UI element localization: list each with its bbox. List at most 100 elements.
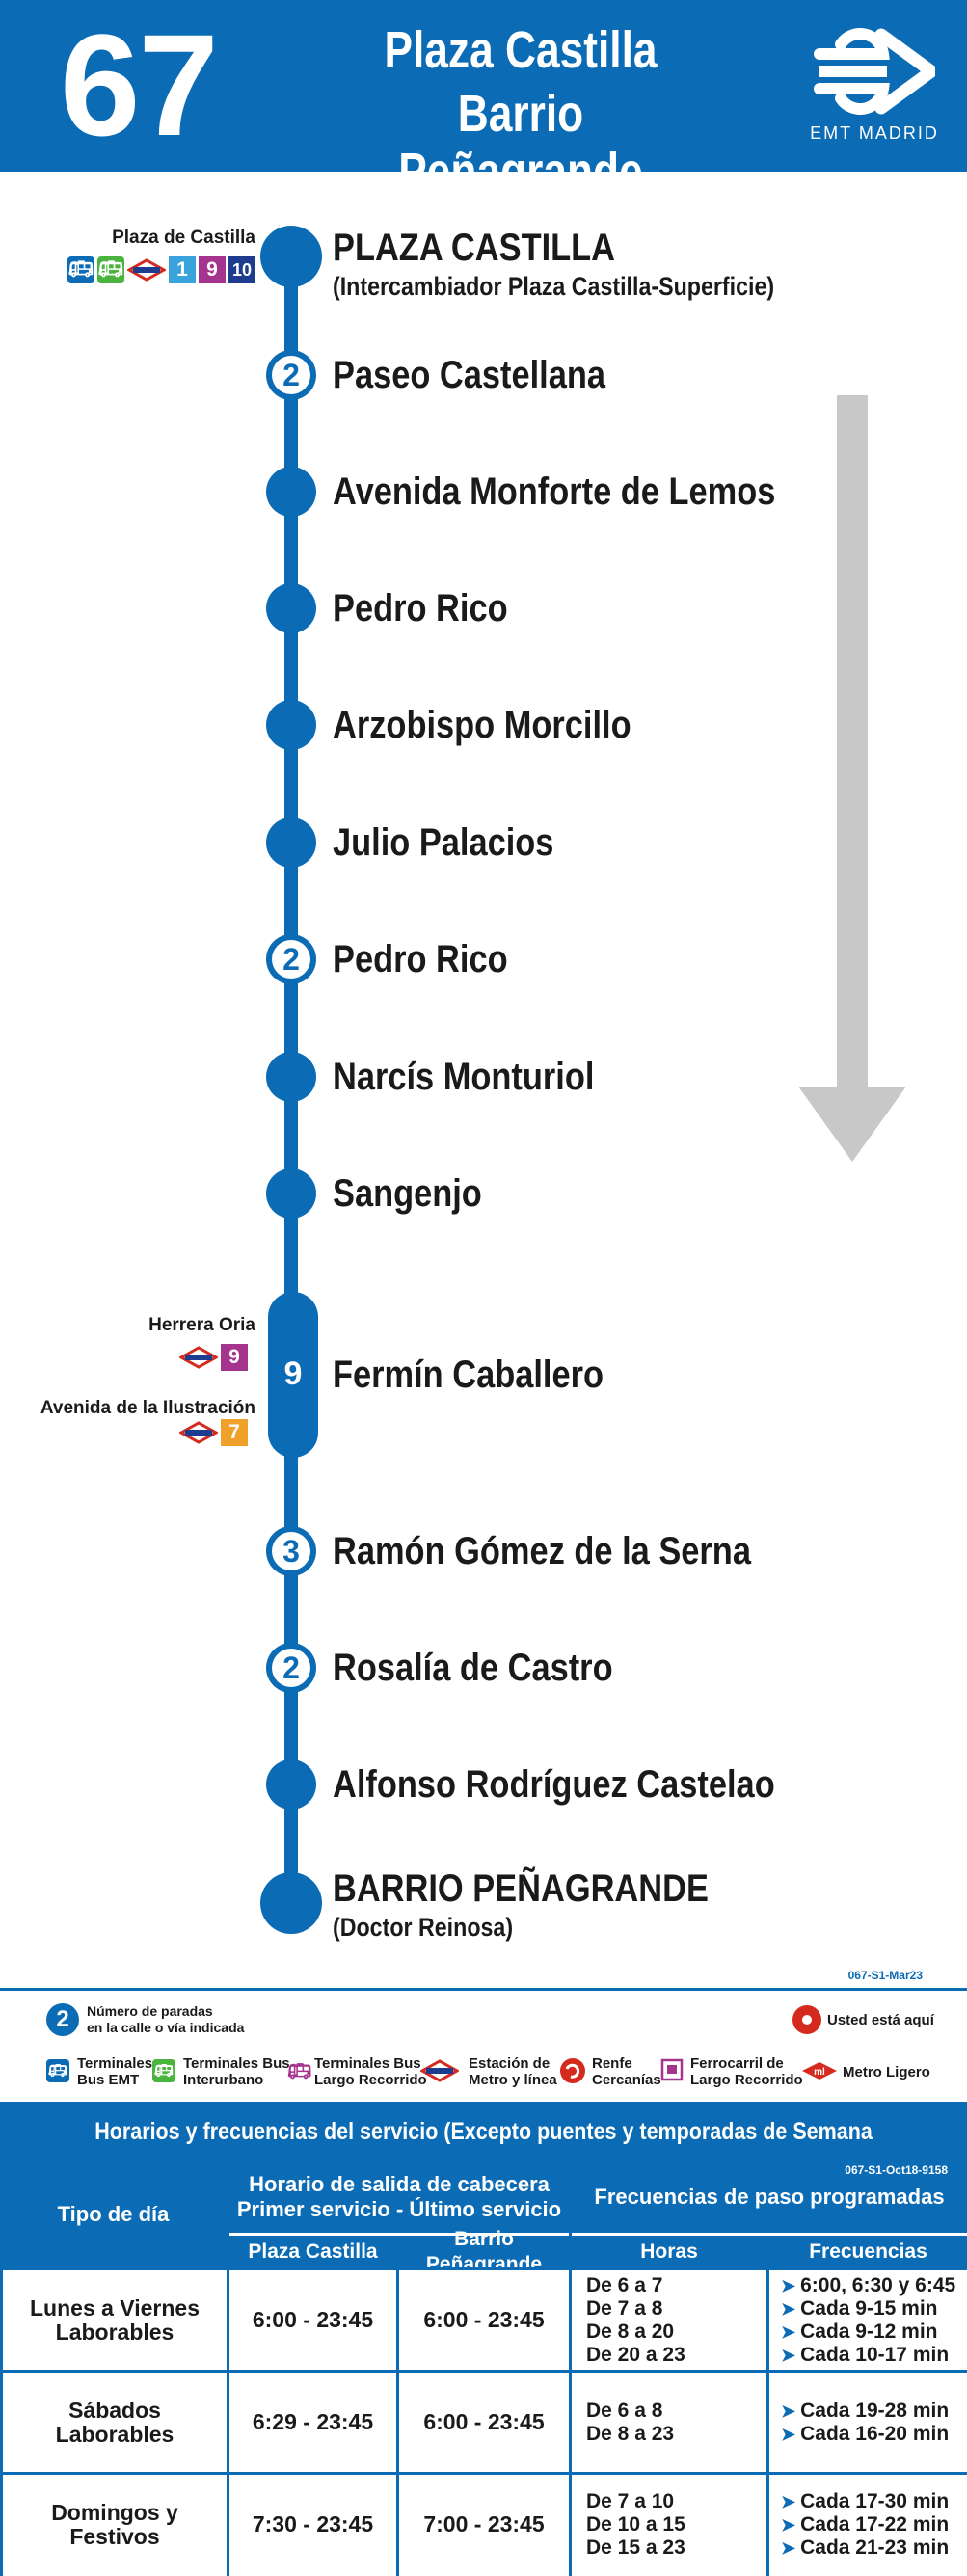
legend-text-line: Cercanías (592, 2072, 661, 2088)
stop-marker: 3 (266, 1526, 316, 1576)
stop-count-legend-badge: 2 (46, 2003, 79, 2036)
hour-range: De 7 a 8 (586, 2296, 663, 2320)
divider (0, 2472, 967, 2475)
map-reference: 067-S1-Mar23 (847, 1969, 923, 1982)
row-frequencies: 6:00, 6:30 y 6:45 Cada 9-15 min Cada 9-1… (781, 2270, 967, 2370)
day-type-line: Domingos y (51, 2499, 178, 2525)
divider (0, 2161, 3, 2576)
legend-count-text: Número de paradas en la calle o vía indi… (87, 2003, 244, 2036)
stop-marker (266, 467, 316, 517)
row-hours: De 7 a 10 De 10 a 15 De 15 a 23 (586, 2475, 765, 2574)
header-frequencies: Frecuencias de paso programadas (572, 2161, 967, 2233)
legend-text-line: en la calle o vía indicada (87, 2020, 245, 2035)
header-hours: Horas (572, 2236, 766, 2267)
stop-name: BARRIO PEÑAGRANDE (333, 1867, 709, 1910)
frequency-item: 6:00, 6:30 y 6:45 (781, 2274, 955, 2297)
renfe-icon (560, 2058, 585, 2083)
stop-marker: 2 (266, 1643, 316, 1693)
stop-count-badge: 3 (272, 1532, 310, 1570)
stop-marker (266, 1168, 316, 1219)
stop-marker-terminal (260, 226, 322, 287)
stop-count-badge: 2 (272, 1649, 310, 1687)
frequency-item: Cada 9-12 min (781, 2321, 937, 2344)
line-number: 67 (60, 4, 219, 166)
legend-text-line: Número de paradas (87, 2003, 213, 2019)
legend-text-line: Estación de (469, 2055, 551, 2072)
legend-text-line: Largo Recorrido (690, 2072, 803, 2088)
you-are-here-icon (792, 2005, 821, 2034)
destination-origin: Plaza Castilla (384, 21, 658, 79)
legend-text-line: Terminales Bus (183, 2055, 290, 2072)
row-frequencies: Cada 17-30 min Cada 17-22 min Cada 21-23… (781, 2475, 967, 2574)
header-text-line: Horario de salida de cabecera (249, 2172, 550, 2196)
stop-name: Fermín Caballero (333, 1354, 604, 1396)
row-day-type: Domingos y Festivos (3, 2475, 227, 2574)
header-day-type: Tipo de día (0, 2161, 227, 2267)
divider (0, 2370, 967, 2373)
frequency-item: Cada 21-23 min (781, 2536, 949, 2560)
timetable-title: Horarios y frecuencias del servicio (Exc… (0, 2102, 967, 2205)
legend-item: Metro Ligero (843, 2064, 930, 2080)
metro-line-badge: 9 (199, 256, 226, 283)
destination-terminus: Barrio Peñagrande (398, 85, 643, 201)
header-destination: Barrio Peñagrande (399, 2228, 569, 2275)
row-hours: De 6 a 7 De 7 a 8 De 8 a 20 De 20 a 23 (586, 2270, 765, 2370)
stop-subtitle: (Intercambiador Plaza Castilla-Superfici… (333, 272, 775, 301)
hour-range: De 10 a 15 (586, 2512, 685, 2536)
header-first-last: Horario de salida de cabecera Primer ser… (229, 2161, 569, 2233)
metro-ligero-icon: ml (802, 2062, 837, 2080)
stop-name: PLAZA CASTILLA (333, 227, 616, 269)
legend-text-line: Terminales Bus (314, 2055, 421, 2072)
hour-range: De 8 a 20 (586, 2320, 675, 2343)
stop-marker (266, 1759, 316, 1810)
legend-text-line: Largo Recorrido (314, 2072, 427, 2088)
metro-line-badge: 7 (221, 1419, 248, 1446)
legend-text-line: Interurbano (183, 2072, 264, 2088)
stop-count-badge: 2 (272, 356, 310, 394)
divider (766, 2236, 769, 2576)
connection-icons: 7 (179, 1419, 248, 1446)
direction-arrow-icon (837, 395, 868, 1089)
stop-name: Narcís Monturiol (333, 1056, 595, 1098)
stop-name: Rosalía de Castro (333, 1647, 613, 1689)
frequency-item: Cada 17-22 min (781, 2513, 949, 2536)
day-type-line: Sábados (68, 2397, 161, 2423)
header-text-line: Primer servicio - Último servicio (236, 2197, 562, 2221)
metro-line-badge: 10 (228, 256, 255, 283)
row-day-type: Lunes a Viernes Laborables (3, 2270, 227, 2370)
row-origin-times: 6:00 - 23:45 (252, 2307, 374, 2332)
row-origin-times: 6:29 - 23:45 (252, 2409, 374, 2434)
stop-count-badge: 9 (283, 1355, 303, 1392)
hour-range: De 15 a 23 (586, 2536, 685, 2559)
legend-text-line: Terminales (77, 2055, 153, 2072)
hour-range: De 6 a 7 (586, 2273, 663, 2296)
stop-count-badge: 2 (272, 940, 310, 979)
long-distance-train-icon (660, 2058, 684, 2081)
legend-text-line: Renfe (592, 2055, 632, 2072)
metro-icon (179, 1346, 218, 1369)
divider (0, 2267, 967, 2270)
divider (227, 2161, 229, 2576)
metro-icon (420, 2059, 459, 2082)
frequency-item: Cada 10-17 min (781, 2344, 949, 2367)
connection-label: Herrera Oria (148, 1315, 255, 1335)
legend-text-line: Metro Ligero (843, 2064, 930, 2080)
bus-interurban-icon: 🚌︎ (152, 2059, 175, 2082)
you-are-here-label: Usted está aquí (827, 2012, 934, 2028)
row-destination-times: 6:00 - 23:45 (423, 2307, 545, 2332)
stop-name: Arzobispo Morcillo (333, 704, 631, 746)
stop-name: Ramón Gómez de la Serna (333, 1530, 751, 1572)
row-frequencies: Cada 19-28 min Cada 16-20 min (781, 2373, 967, 2472)
row-destination-times: 6:00 - 23:45 (423, 2409, 545, 2434)
operator-name: EMT MADRID (810, 123, 939, 143)
row-destination-times: 7:00 - 23:45 (423, 2511, 545, 2536)
hour-range: De 20 a 23 (586, 2343, 685, 2366)
svg-text:ml: ml (814, 2067, 825, 2078)
stop-subtitle: (Doctor Reinosa) (333, 1913, 514, 1942)
metro-icon (127, 258, 166, 282)
